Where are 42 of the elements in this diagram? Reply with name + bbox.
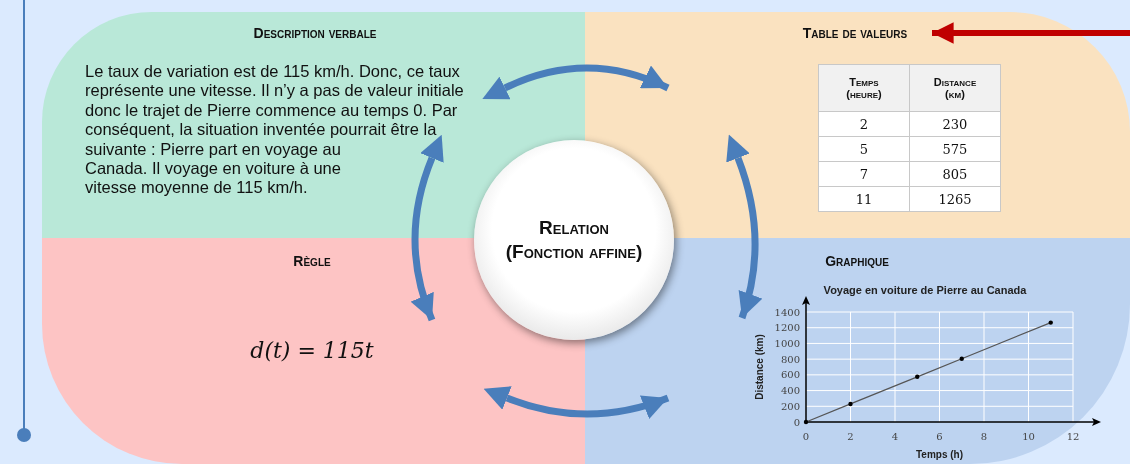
quadrant-panel [42, 238, 585, 464]
tick-label: 6 [936, 431, 943, 442]
formula: d(t) = 115t [249, 338, 375, 363]
tick-label: 0 [793, 416, 800, 428]
tick-label: 10 [1022, 431, 1035, 442]
column-header: Temps (heure) [845, 76, 883, 100]
tick-label: 2 [847, 431, 854, 442]
axis-title: Temps (h) [916, 449, 963, 460]
tick-label: 1400 [774, 306, 800, 318]
tick-label: 4 [891, 431, 899, 442]
table-value: 7 [818, 161, 910, 187]
axis-title: Distance (km) [754, 334, 765, 400]
chart-title: Voyage en voiture de Pierre au Canada [823, 284, 1027, 296]
quadrant-panel [585, 238, 1130, 464]
table-value: 11 [818, 186, 910, 212]
column-header: Distance (km) [932, 76, 978, 100]
tick-label: 1200 [774, 322, 800, 334]
section-heading: Règle [292, 252, 332, 270]
section-heading: Description verbale [252, 24, 378, 42]
tick-label: 8 [980, 431, 988, 442]
table-value: 805 [909, 161, 1001, 187]
tick-label: 200 [780, 400, 800, 412]
description-paragraph: Le taux de variation est de 115 km/h. Donc, ce taux représente une vitesse. Il n’y a pas de valeur initiale donc le trajet de Pierre commence au temps 0. Par conséquent, la situation inventée pourrait être la suivante : Pierre part en voyage au Canada. Il voyage en voiture à une vitesse moyenne de 115 km/h. [85, 62, 465, 199]
arrow [483, 386, 670, 419]
table-value: 5 [818, 136, 910, 162]
section-heading: Graphique [824, 252, 890, 270]
arrow [482, 64, 670, 100]
arrow [726, 134, 762, 320]
arrow [411, 134, 444, 322]
section-heading: Table de valeurs [801, 24, 909, 42]
tick-label: 400 [780, 385, 800, 397]
table-value: 230 [909, 111, 1001, 137]
tick-label: 600 [780, 369, 800, 381]
table-value: 2 [818, 111, 910, 137]
tick-label: 12 [1066, 431, 1080, 442]
tick-label: 800 [780, 353, 800, 365]
tick-label: 0 [802, 431, 810, 442]
center-title: Relation (Fonction affine) [504, 216, 644, 264]
tick-label: 1000 [774, 337, 800, 349]
table-value: 575 [909, 136, 1001, 162]
table-value: 1265 [909, 186, 1001, 212]
arrow [932, 22, 1130, 44]
